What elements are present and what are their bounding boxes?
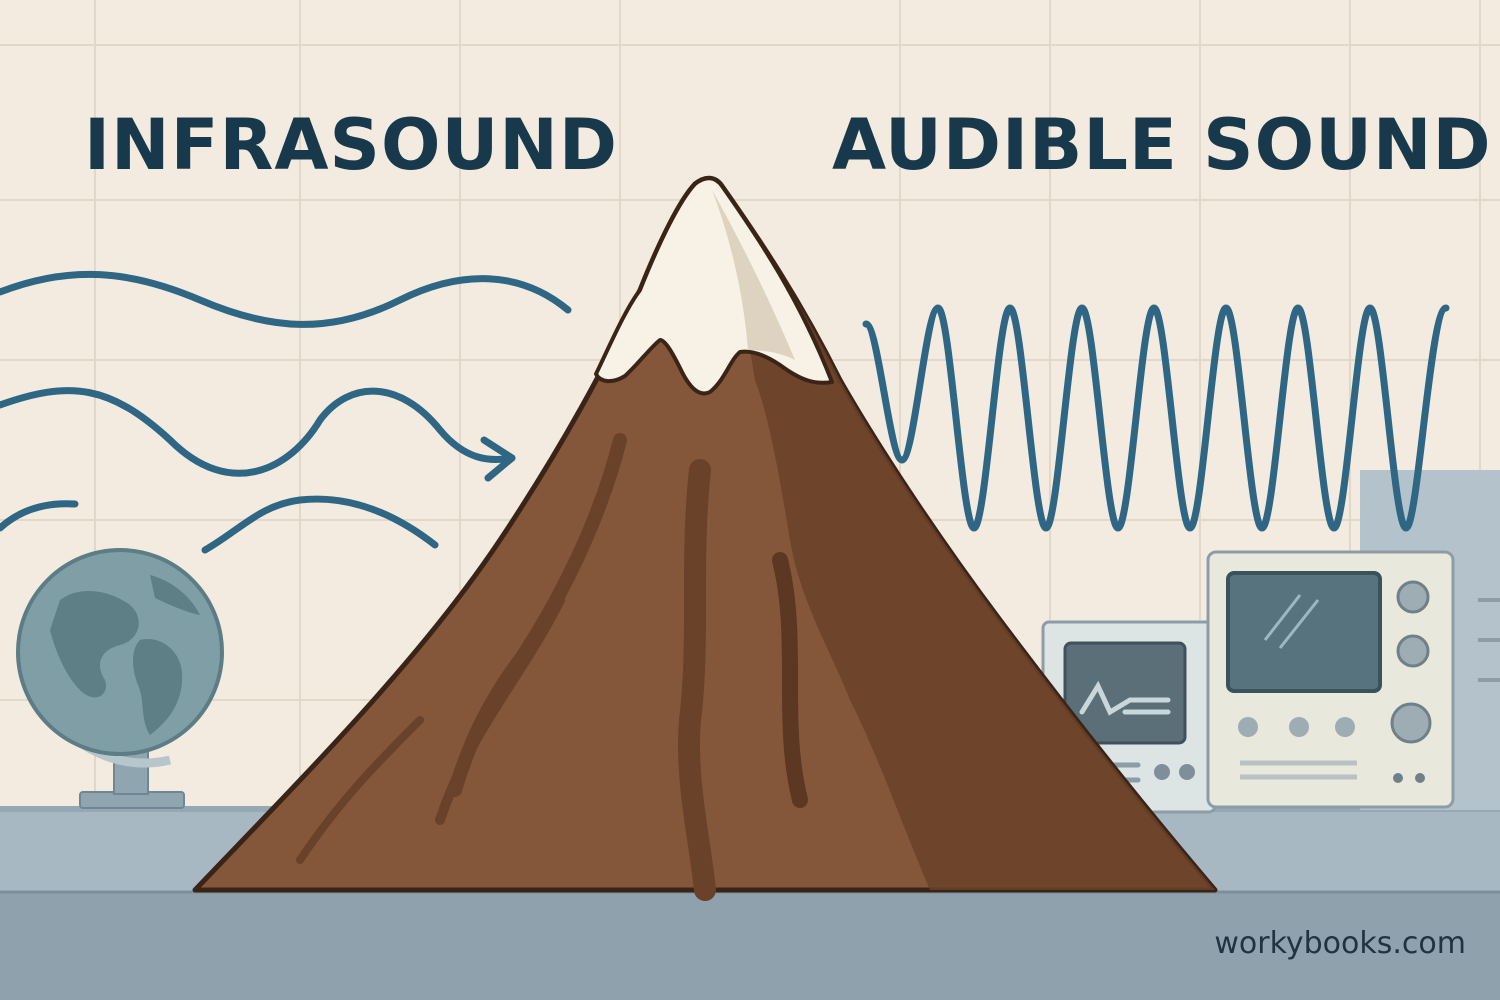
audible-sound-label: AUDIBLE SOUND	[832, 104, 1492, 186]
infrasound-wave-top	[0, 270, 572, 328]
audible-wave	[862, 304, 1450, 532]
arrow-right-icon	[480, 436, 516, 482]
watermark-link[interactable]: workybooks.com	[1214, 926, 1466, 961]
mountain-icon	[192, 175, 1218, 901]
infrasound-wave-middle	[0, 387, 516, 477]
monitor-icon	[1206, 550, 1500, 809]
infrasound-label: INFRASOUND	[84, 104, 618, 186]
infrasound-waves	[0, 270, 572, 554]
globe-icon	[16, 548, 224, 809]
infrasound-wave-bottom	[0, 495, 439, 554]
floor	[0, 892, 1500, 1000]
